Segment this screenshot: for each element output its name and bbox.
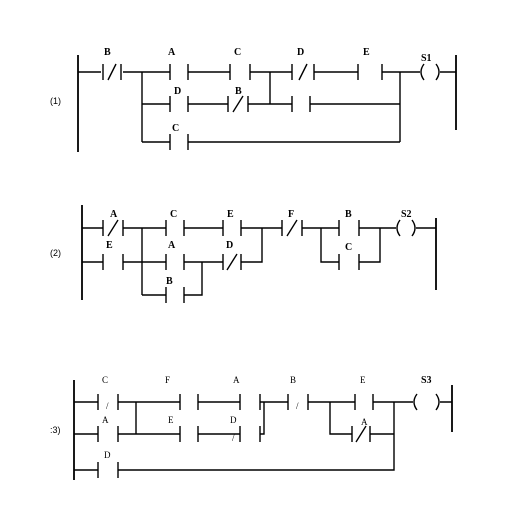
rung-3-label-D-lower: D	[104, 450, 111, 460]
rung-1-contact-C-no: C	[229, 47, 251, 80]
rung-1-contact-D-nc: D	[291, 47, 315, 81]
rung-2-label-F: F	[288, 209, 294, 220]
rung-2-contact-B-no-lower: B	[165, 276, 185, 303]
rung-1-number: (1)	[50, 96, 61, 106]
rung-2-output-label: S2	[401, 209, 412, 220]
rung-3-label-B: B	[290, 375, 296, 385]
rung-1-label-D-branch: D	[174, 86, 181, 97]
rung-1: (1) B A C D	[50, 47, 457, 152]
rung-2-label-A: A	[110, 209, 118, 220]
rung-2-label-A-branch: A	[168, 240, 176, 251]
rung-2-label-E-branch: E	[106, 240, 113, 251]
rung-1-label-C: C	[234, 47, 241, 58]
rung-2-contact-B-no: B	[338, 209, 360, 236]
rung-1-contact-unlabeled	[291, 96, 311, 112]
rung-2-contact-C-no-branch: C	[338, 242, 360, 270]
rung-2-number: (2)	[50, 248, 61, 258]
rung-1-label-B-branch: B	[235, 86, 242, 97]
svg-text:/: /	[232, 433, 235, 443]
rung-2-label-B-lower: B	[166, 276, 173, 287]
rung-2-contact-E-no-branch: E	[102, 240, 124, 270]
rung-3-label-E-branch: E	[168, 415, 174, 425]
rung-2-contact-D-nc: D	[222, 240, 242, 271]
rung-3-contact-F-no: F	[165, 375, 199, 410]
rung-1-label-A: A	[168, 47, 176, 58]
rung-1-contact-C-no-lower: C	[169, 123, 189, 150]
rung-2: (2) A C E F B	[50, 205, 437, 303]
rung-3-contact-D-no-lower: D	[97, 450, 119, 478]
svg-text:/: /	[106, 401, 109, 411]
rung-1-label-E: E	[363, 47, 370, 58]
rung-3-label-A: A	[233, 375, 240, 385]
rung-2-contact-F-nc: F	[281, 209, 303, 237]
rung-3-output-label: S3	[421, 375, 432, 386]
rung-1-contact-B-nc: B	[102, 47, 122, 81]
rung-3-contact-E-no: E	[354, 375, 374, 410]
rung-3-contact-C-nc: / C	[97, 375, 119, 411]
rung-2-contact-E-no: E	[222, 209, 242, 236]
rung-1-contact-D-no: D	[169, 86, 189, 112]
rung-3-label-E: E	[360, 375, 366, 385]
rung-2-label-D: D	[226, 240, 233, 251]
rung-3-label-D: D	[230, 415, 237, 425]
rung-1-coil-S1: S1	[420, 53, 440, 81]
rung-1-contact-A-no: A	[168, 47, 189, 80]
rung-1-contact-E-no: E	[357, 47, 383, 80]
rung-3-label-F: F	[165, 375, 170, 385]
rung-1-label-B: B	[104, 47, 111, 58]
rung-2-coil-S2: S2	[396, 209, 416, 237]
rung-2-contact-C-no: C	[165, 209, 185, 236]
rung-3-contact-E-no-branch: E	[168, 415, 199, 442]
rung-1-label-C-lower: C	[172, 123, 179, 134]
rung-3-label-C: C	[102, 375, 108, 385]
rung-2-contact-A-nc: A	[102, 209, 124, 237]
rung-3-number: :3)	[50, 425, 61, 435]
rung-2-label-C: C	[170, 209, 177, 220]
rung-2-contact-A-no-branch: A	[165, 240, 185, 270]
svg-text:/: /	[296, 401, 299, 411]
rung-2-label-E: E	[227, 209, 234, 220]
rung-3-contact-A-nc-branch: A	[351, 417, 371, 443]
rung-3-contact-A-no-branch: A	[97, 415, 119, 442]
rung-3-label-A-branch: A	[102, 415, 109, 425]
rung-2-label-C-branch: C	[345, 242, 352, 253]
rung-3-contact-A-no: A	[233, 375, 261, 410]
rung-1-output-label: S1	[421, 53, 432, 64]
rung-3-coil-S3: S3	[413, 375, 440, 411]
rung-1-label-D: D	[297, 47, 304, 58]
rung-3-contact-B-nc: / B	[287, 375, 309, 411]
rung-1-contact-B-nc-branch: B	[227, 86, 249, 113]
rung-3-contact-D-nc: / D	[230, 415, 261, 443]
rung-3-label-A-nc: A	[361, 417, 368, 427]
rung-3: :3) / C F A / B	[50, 375, 453, 480]
rung-2-label-B: B	[345, 209, 352, 220]
